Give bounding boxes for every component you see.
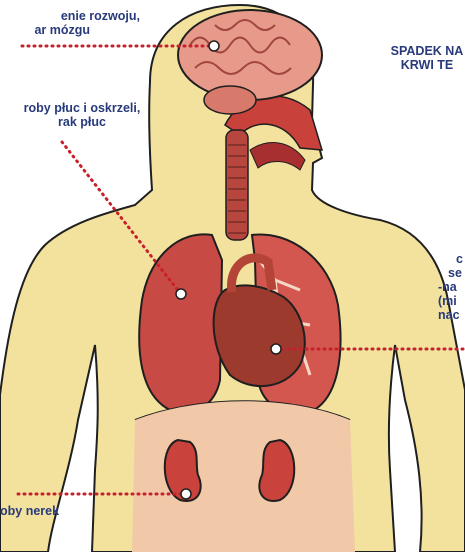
blood-label: SPADEK NA KRWI TE (372, 44, 465, 72)
blood-label-line-2: KRWI TE (372, 58, 465, 72)
brain-label: enie rozwoju, ar mózgu (0, 9, 140, 37)
brain-dot (209, 41, 219, 51)
heart-label-line-4: (mi (430, 294, 465, 308)
brain (178, 10, 322, 100)
heart-label-line-2: se (430, 266, 465, 280)
kidneys-label-text: oby nerek (0, 504, 59, 518)
brain-label-line-1: enie rozwoju, (0, 9, 140, 23)
blood-label-line-1: SPADEK NA (372, 44, 465, 58)
kidneys-dot (181, 489, 191, 499)
brain-label-line-2: ar mózgu (0, 23, 140, 37)
heart-label-line-5: nac (430, 308, 465, 322)
kidneys-label: oby nerek (0, 504, 59, 518)
cerebellum (204, 86, 256, 114)
heart-dot (271, 344, 281, 354)
lungs-label: roby płuc i oskrzeli, rak płuc (0, 101, 164, 129)
right-kidney (259, 440, 294, 501)
heart-label-line-1: c (430, 252, 465, 266)
lungs-dot (176, 289, 186, 299)
heart-label-line-3: -na (430, 280, 465, 294)
lungs-label-line-2: rak płuc (0, 115, 164, 129)
heart-label: c se -na (mi nac (430, 252, 465, 322)
lungs-label-line-1: roby płuc i oskrzeli, (0, 101, 164, 115)
trachea (226, 130, 248, 240)
